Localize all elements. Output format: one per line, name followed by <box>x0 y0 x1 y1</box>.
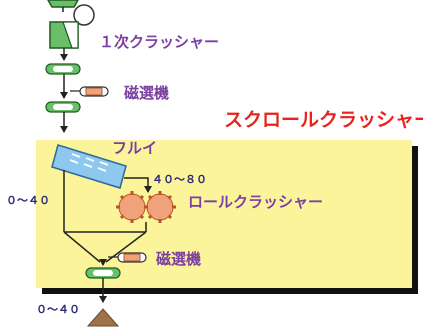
feed-hopper-icon <box>47 0 95 26</box>
magnetic-separator-2-label: 磁選機 <box>156 250 202 268</box>
product-pile-icon <box>86 308 120 327</box>
conveyor-1-icon <box>45 63 81 75</box>
magnetic-separator-1-icon <box>70 86 109 97</box>
oversize-flow-line <box>124 177 152 193</box>
magnetic-separator-2-icon <box>108 252 147 263</box>
magnetic-separator-1-label: 磁選機 <box>124 84 170 102</box>
size-0-40-bottom-label: ０～４０ <box>36 303 80 316</box>
conveyor-3-icon <box>85 267 121 279</box>
size-0-40-left-label: ０～４０ <box>6 194 50 207</box>
conveyor-2-icon <box>45 101 81 113</box>
primary-crusher-icon <box>49 21 79 49</box>
merge-line-left <box>63 231 101 263</box>
roll-crusher-icon <box>116 191 176 223</box>
scroll-crusher-title: スクロールクラッシャー <box>224 109 423 131</box>
primary-crusher-label: １次クラッシャー <box>99 33 220 51</box>
screen-sieve-icon <box>51 144 127 189</box>
size-40-80-label: ４０～８０ <box>152 173 207 186</box>
roll-crusher-label: ロールクラッシャー <box>188 193 324 211</box>
screen-label: フルイ <box>112 139 158 157</box>
